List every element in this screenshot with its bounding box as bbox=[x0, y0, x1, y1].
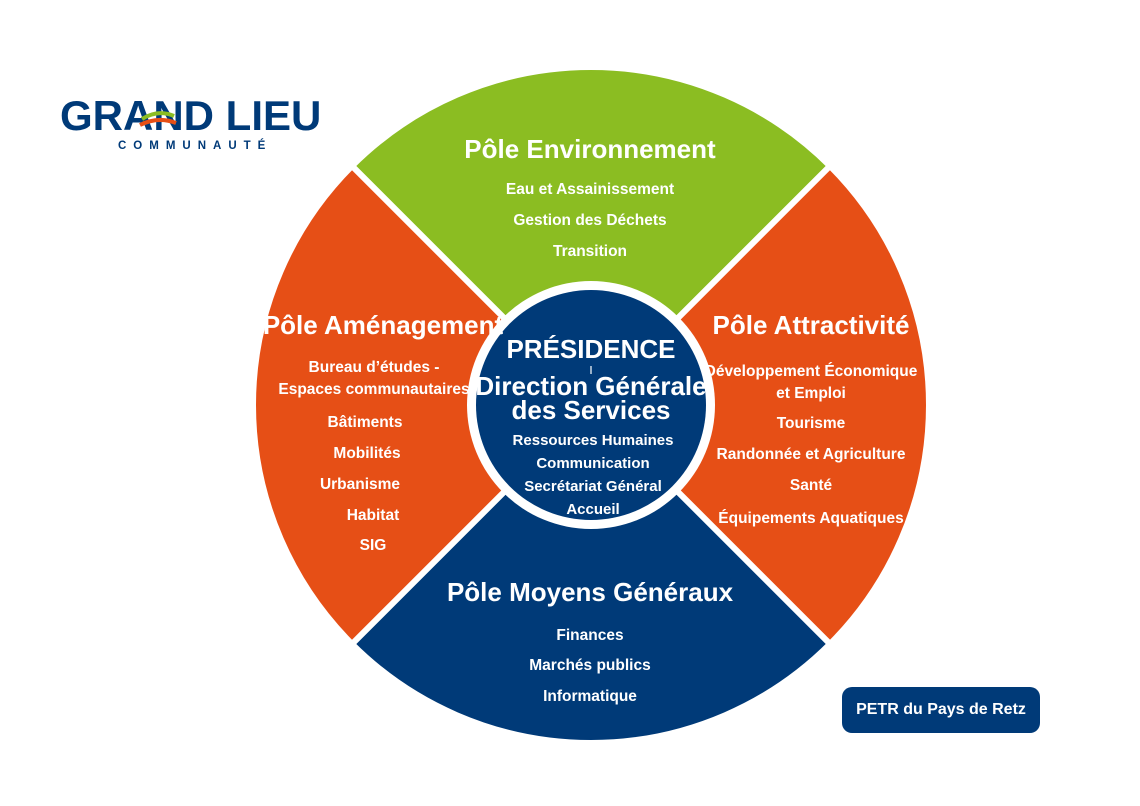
logo-wave-green bbox=[140, 111, 175, 121]
center-dgs-title-line1: Direction Générale bbox=[475, 371, 706, 401]
pole-amenagement-title: Pôle Aménagement bbox=[263, 310, 504, 340]
logo-wordmark: GRAND LIEU bbox=[60, 92, 321, 139]
center-dgs-title-line2: des Services bbox=[511, 395, 670, 425]
pole-moyens-generaux-item: Finances bbox=[556, 627, 623, 644]
pole-moyens-generaux-item: Marchés publics bbox=[529, 657, 650, 674]
pole-attractivite-item: Équipements Aquatiques bbox=[718, 510, 903, 527]
pole-moyens-generaux-item: Informatique bbox=[543, 688, 637, 705]
pole-attractivite-title: Pôle Attractivité bbox=[713, 310, 910, 340]
pole-attractivite-item: Santé bbox=[790, 477, 833, 494]
pole-amenagement-item: Bureau d’études - bbox=[309, 359, 440, 376]
center-service-item: Secrétariat Général bbox=[524, 478, 662, 495]
center-presidence-title: PRÉSIDENCE bbox=[506, 334, 675, 364]
center-service-item: Ressources Humaines bbox=[513, 432, 674, 449]
center-service-item: Accueil bbox=[566, 501, 619, 518]
pole-amenagement-item: Bâtiments bbox=[328, 414, 403, 431]
logo-subtitle: COMMUNAUTÉ bbox=[118, 139, 272, 152]
pole-amenagement-item: Urbanisme bbox=[320, 476, 400, 493]
segment-pole-amenagement bbox=[250, 163, 594, 647]
pole-amenagement-item: SIG bbox=[360, 537, 387, 554]
pole-attractivite-item: Randonnée et Agriculture bbox=[717, 446, 906, 463]
pole-amenagement-item: Mobilités bbox=[333, 445, 400, 462]
pole-environnement-item: Gestion des Déchets bbox=[513, 212, 666, 229]
pole-environnement-item: Transition bbox=[553, 243, 627, 260]
center-presidence-circle bbox=[476, 290, 706, 520]
segment-pole-environnement bbox=[349, 64, 833, 408]
pole-environnement-item: Eau et Assainissement bbox=[506, 181, 674, 198]
pole-moyens-generaux-title: Pôle Moyens Généraux bbox=[447, 577, 734, 607]
pole-attractivite-item: Tourisme bbox=[777, 415, 846, 432]
segment-pole-attractivite bbox=[588, 163, 932, 647]
center-service-item: Communication bbox=[536, 455, 649, 472]
segment-pole-moyens-generaux bbox=[349, 402, 833, 746]
pole-attractivite-item: Développement Économique bbox=[705, 363, 918, 380]
grand-lieu-logo: GRAND LIEU COMMUNAUTÉ bbox=[60, 92, 321, 152]
petr-pays-de-retz-badge: PETR du Pays de Retz bbox=[842, 687, 1040, 733]
logo-wave-orange bbox=[139, 118, 177, 127]
pole-attractivite-item: et Emploi bbox=[776, 385, 846, 402]
pole-amenagement-item: Espaces communautaires bbox=[278, 381, 469, 398]
pole-environnement-title: Pôle Environnement bbox=[464, 134, 716, 164]
pole-amenagement-item: Habitat bbox=[347, 507, 400, 524]
